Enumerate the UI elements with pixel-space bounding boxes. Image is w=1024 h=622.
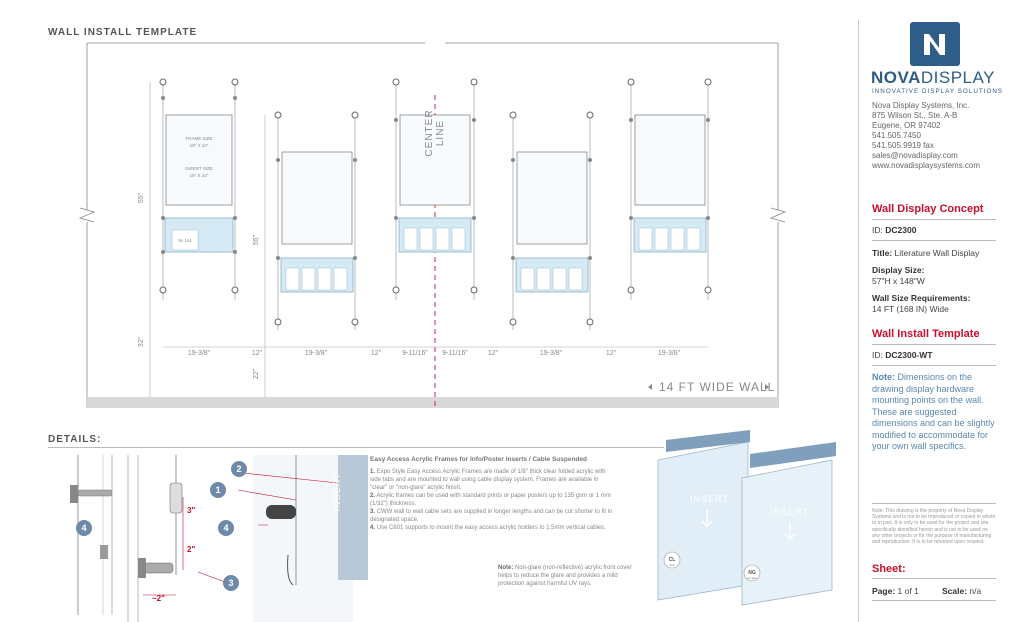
insert-text-1: INSERT [690, 494, 729, 504]
frame-note-2: 19" X 24" [190, 143, 209, 148]
dim-2in: 2" [187, 545, 196, 554]
hdim-9: 12" [606, 350, 617, 357]
detail-item-4: 4. Use C601 supports to mount the easy a… [370, 525, 606, 531]
concept-heading: Wall Display Concept [872, 203, 984, 215]
hdim-8: 19-3/8" [540, 350, 563, 357]
hdim-1: 19-3/8" [188, 350, 211, 357]
display-title: Title: Literature Wall Display [872, 248, 980, 258]
vdim-2: 32" [138, 336, 145, 347]
wall-requirements: Wall Size Requirements:14 FT (168 IN) Wi… [872, 293, 971, 314]
company-address: Nova Display Systems, Inc. 875 Wilson St… [872, 101, 981, 170]
brand-name: NOVADISPLAY [871, 68, 995, 87]
hdim-5: 9-11/16" [402, 350, 428, 357]
detail-item-2: 2. Acrylic frames can be used with stand… [370, 493, 611, 507]
brand-tagline: INNOVATIVE DISPLAY SOLUTIONS [872, 88, 1004, 95]
vdim-1: 55" [138, 192, 145, 203]
logo-mark-icon [910, 22, 960, 66]
badge-cl-code: CL [669, 557, 676, 563]
frame-note-4: 18" X 24" [190, 173, 209, 178]
frame-note-3: INSERT SIZE [185, 166, 213, 171]
dim-approx-2in: ~2" [152, 594, 165, 603]
wall-width-label: 14 FT WIDE WALL [659, 380, 776, 394]
callout-3: 3 [223, 575, 239, 591]
template-note: Note: Dimensions on the drawing display … [872, 372, 995, 451]
details-heading: Easy Access Acrylic Frames for Info/Post… [370, 456, 587, 463]
details-note: Note: Non-glare (non-reflective) acrylic… [498, 565, 632, 587]
pocket-note: 8x 1x4 [178, 238, 192, 243]
frame-1 [159, 78, 239, 300]
legal-note: Note: This drawing is the property of No… [872, 508, 996, 546]
callout-4b: 4 [218, 520, 234, 536]
callout-2: 2 [231, 461, 247, 477]
vdim-4: 22" [253, 368, 260, 379]
details-list: 1. Expo Style Easy Access Acrylic Frames… [370, 468, 615, 532]
badge-ng-sub: non-glare [747, 577, 758, 580]
center-line-label: CENTER LINE [424, 109, 446, 157]
frame-note-1: FRAME SIZE [185, 136, 212, 141]
detail-item-1: 1. Expo Style Easy Access Acrylic Frames… [370, 469, 606, 491]
vdim-3: 55" [253, 234, 260, 245]
template-heading: Wall Install Template [872, 328, 980, 340]
concept-id: ID: DC2300 [872, 225, 917, 235]
details-title: DETAILS: [48, 434, 102, 445]
frame-2 [274, 111, 359, 330]
insert-text-2: INSERT [770, 507, 809, 517]
wall-drawing: FRAME SIZE 19" X 24" INSERT SIZE 18" X 2… [78, 42, 787, 410]
badge-cl-sub: clear [669, 564, 675, 567]
template-id: ID: DC2300-WT [872, 350, 933, 360]
scale: Scale: n/a [942, 586, 982, 596]
hdim-4: 12" [371, 350, 382, 357]
frame-5 [627, 78, 712, 300]
frame-3 [392, 78, 478, 300]
detail-item-3: 3. CWW wall to wall cable sets are suppl… [370, 509, 613, 523]
hdim-6: 9-11/16" [442, 350, 468, 357]
hdim-10: 19-3/8" [658, 350, 681, 357]
sidebar-divider [858, 20, 859, 622]
hardware-details [70, 455, 368, 622]
hdim-2: 12" [252, 350, 263, 357]
sheet-heading: Sheet: [872, 563, 906, 575]
hdim-7: 12" [488, 350, 499, 357]
page-number: Page: 1 of 1 [872, 586, 919, 596]
badge-ng-code: NG [748, 570, 756, 576]
dim-3in: 3" [187, 506, 196, 515]
insert-label-vertical: INSERT [332, 472, 342, 512]
hdim-3: 19-3/8" [305, 350, 328, 357]
callout-1: 1 [210, 482, 226, 498]
details-divider [48, 447, 664, 448]
page-title: WALL INSTALL TEMPLATE [48, 27, 198, 38]
callout-4a: 4 [76, 520, 92, 536]
frame-4 [509, 111, 594, 330]
display-size: Display Size:57"H x 148"W [872, 265, 925, 286]
acrylic-frames-illustration: INSERT INSERT CL clear NG non-glare [657, 430, 836, 606]
